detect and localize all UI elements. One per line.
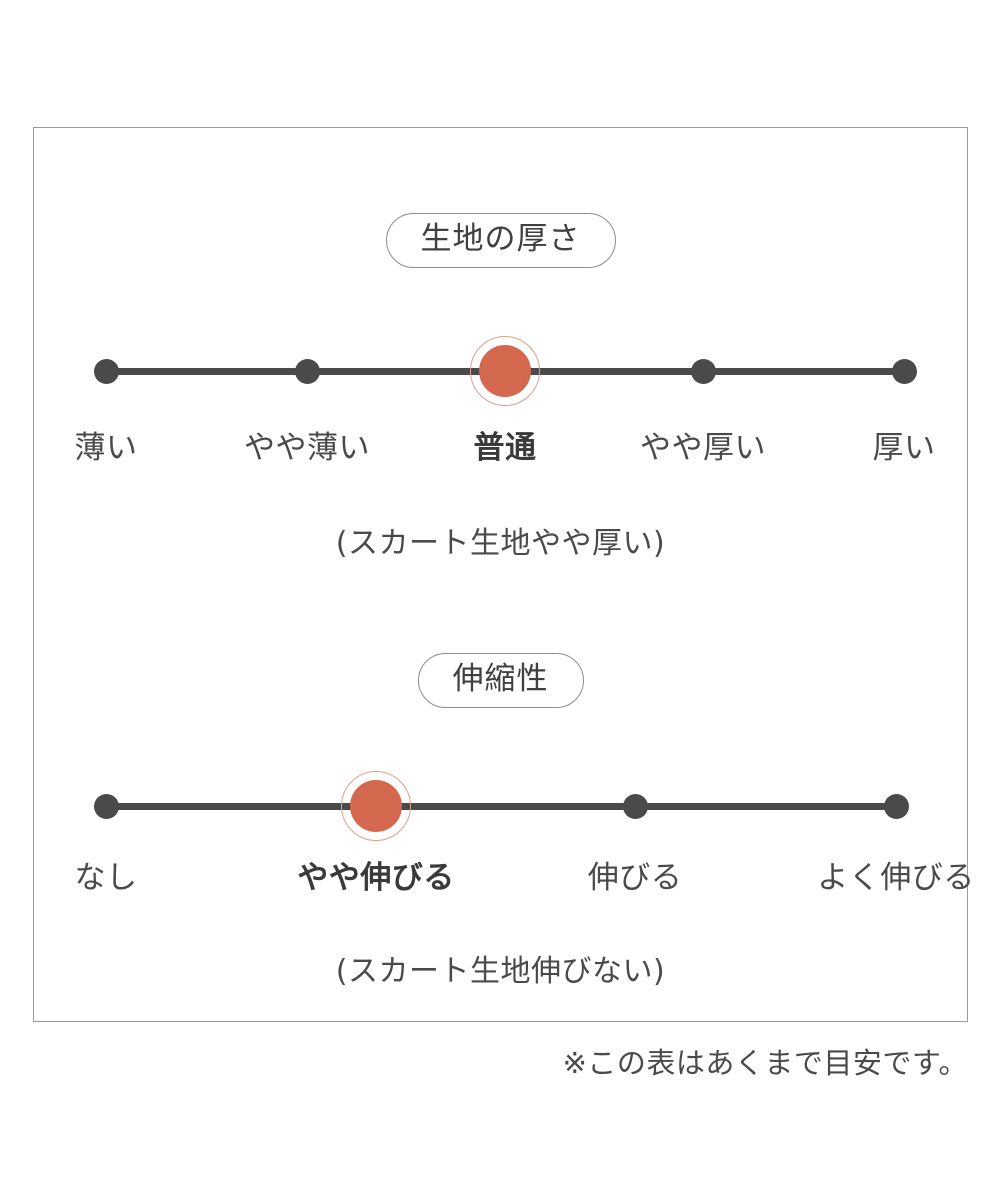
thickness-dot-3[interactable] [690,359,716,384]
stretch-dot-3[interactable] [883,794,909,819]
thickness-dot-4[interactable] [891,359,917,384]
stretch-dot-1-selected[interactable] [350,780,402,832]
spec-card: 生地の厚さ 薄い やや薄い 普通 やや厚い 厚い (スカート生地やや厚い) 伸縮… [33,127,975,1022]
thickness-label-4: 厚い [872,430,936,466]
section-heading-stretch: 伸縮性 [417,653,584,708]
thickness-dot-2-selected[interactable] [479,345,531,397]
stretch-label-0: なし [74,860,138,896]
section-heading-thickness: 生地の厚さ [385,213,616,268]
stretch-label-2: 伸びる [587,860,683,896]
thickness-labels: 薄い やや薄い 普通 やや厚い 厚い [34,433,967,479]
stretch-dot-2[interactable] [622,794,648,819]
thickness-label-0: 薄い [74,430,138,466]
thickness-slider[interactable] [34,336,967,406]
thickness-dot-0[interactable] [93,359,119,384]
section-heading-stretch-wrap: 伸縮性 [34,653,967,708]
stretch-selected-ring [341,771,411,841]
stretch-labels: なし やや伸びる 伸びる よく伸びる [34,860,975,909]
stretch-label-3: よく伸びる [817,860,975,896]
section-heading-thickness-wrap: 生地の厚さ [34,213,967,268]
stretch-slider[interactable] [34,771,967,841]
thickness-dot-1[interactable] [294,359,320,384]
thickness-label-2: 普通 [473,430,537,466]
stretch-note: (スカート生地伸びない) [335,954,666,989]
thickness-label-1: やや薄い [244,430,370,466]
disclaimer-text: ※この表はあくまで目安です。 [562,1046,968,1080]
stretch-dot-0[interactable] [93,794,119,819]
thickness-selected-ring [470,336,540,406]
stretch-track [106,803,896,810]
thickness-label-3: やや厚い [640,430,766,466]
thickness-note: (スカート生地やや厚い) [335,526,666,561]
stretch-label-1: やや伸びる [297,860,455,896]
